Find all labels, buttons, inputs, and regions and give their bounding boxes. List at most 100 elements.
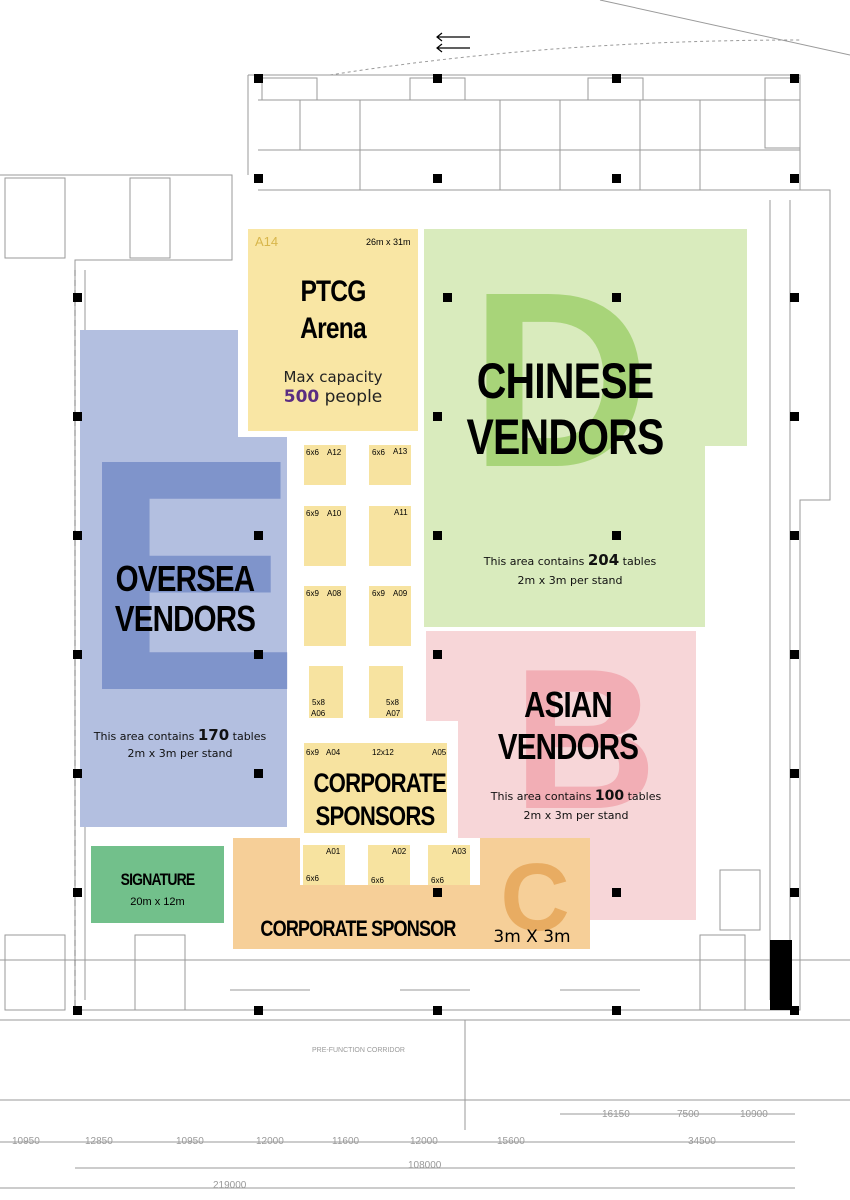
zone-d-chinese xyxy=(424,229,747,446)
zone-e-info: This area contains 170 tables xyxy=(93,726,267,744)
column-marker xyxy=(254,74,263,83)
zone-a14-code: A14 xyxy=(255,234,279,249)
zone-c-size: 3m X 3m xyxy=(493,927,571,947)
column-marker xyxy=(73,531,82,540)
corporate-sponsors-line2: SPONSORS xyxy=(315,801,436,831)
zone-a14-arena xyxy=(248,229,418,431)
zone-d-title-line1: CHINESE xyxy=(476,353,654,409)
booth-a11-code: A11 xyxy=(394,508,408,517)
column-marker xyxy=(433,888,442,897)
booth-a05-code: A05 xyxy=(432,748,447,757)
dim-row2-4: 12000 xyxy=(256,1136,284,1147)
zone-b-title-line1: ASIAN xyxy=(524,684,613,725)
column-marker xyxy=(433,174,442,183)
column-marker xyxy=(433,412,442,421)
dim-row1-2: 7500 xyxy=(677,1109,700,1120)
dim-row2-5: 11600 xyxy=(332,1136,360,1147)
zone-e-stand: 2m x 3m per stand xyxy=(127,747,233,760)
booth-a10-size: 6x9 xyxy=(306,509,319,518)
column-marker xyxy=(254,531,263,540)
zone-c-letter: C xyxy=(500,844,570,951)
dim-total-2: 219000 xyxy=(213,1180,247,1191)
booth-a02-size: 6x6 xyxy=(371,876,384,885)
booth-a04-size: 6x9 xyxy=(306,748,319,757)
zone-c-title: CORPORATE SPONSOR xyxy=(260,916,456,941)
zone-d-title-line2: VENDORS xyxy=(466,409,664,465)
column-marker xyxy=(790,769,799,778)
booth-a10 xyxy=(304,506,346,566)
zone-a14-size: 26m x 31m xyxy=(366,237,411,247)
booth-a13-code: A13 xyxy=(393,447,408,456)
column-marker xyxy=(790,174,799,183)
column-marker xyxy=(433,650,442,659)
column-marker xyxy=(433,531,442,540)
column-marker xyxy=(254,650,263,659)
column-marker xyxy=(612,531,621,540)
corporate-sponsors-line1: CORPORATE xyxy=(313,768,447,798)
zone-a14-capacity: 500 people xyxy=(283,387,383,407)
column-marker xyxy=(73,412,82,421)
booth-a03-size: 6x6 xyxy=(431,876,444,885)
column-marker xyxy=(612,174,621,183)
booth-a04-code: A04 xyxy=(326,748,341,757)
booth-a07 xyxy=(369,666,403,718)
column-marker xyxy=(73,888,82,897)
zone-corporate-sponsors xyxy=(304,743,447,833)
zone-e-oversea-ext xyxy=(237,437,287,827)
column-marker xyxy=(254,1006,263,1015)
column-marker xyxy=(254,174,263,183)
column-marker xyxy=(73,650,82,659)
booth-a05-size: 12x12 xyxy=(372,748,394,757)
booth-a12-size: 6x6 xyxy=(306,448,319,457)
zone-signature-title: SIGNATURE xyxy=(120,870,196,889)
dim-row1-1: 16150 xyxy=(602,1109,630,1120)
zone-d-stand: 2m x 3m per stand xyxy=(517,574,623,587)
zone-a14-title-line1: PTCG xyxy=(300,275,366,308)
booth-a09-size: 6x9 xyxy=(372,589,385,598)
column-marker xyxy=(790,531,799,540)
column-marker xyxy=(433,74,442,83)
dim-row2-8: 34500 xyxy=(688,1136,716,1147)
booth-a02 xyxy=(368,845,410,885)
zone-a14-capacity-label: Max capacity xyxy=(283,368,383,386)
dim-row2-6: 12000 xyxy=(410,1136,438,1147)
column-marker xyxy=(73,1006,82,1015)
column-marker xyxy=(790,888,799,897)
booth-a09-code: A09 xyxy=(393,589,408,598)
booth-a02-code: A02 xyxy=(392,847,407,856)
column-marker xyxy=(612,293,621,302)
column-marker xyxy=(790,412,799,421)
zone-b-stand: 2m x 3m per stand xyxy=(523,809,629,822)
column-marker xyxy=(73,293,82,302)
booth-a13 xyxy=(369,445,411,485)
booth-a08-code: A08 xyxy=(327,589,342,598)
booth-a07-code: A07 xyxy=(386,709,401,718)
column-marker xyxy=(790,293,799,302)
booth-a03 xyxy=(428,845,470,885)
column-marker xyxy=(254,769,263,778)
column-marker xyxy=(73,769,82,778)
booth-a06-code: A06 xyxy=(311,709,326,718)
booth-a07-size: 5x8 xyxy=(386,698,399,707)
column-marker xyxy=(612,74,621,83)
column-marker xyxy=(443,293,452,302)
dim-row2-1: 10950 xyxy=(12,1136,40,1147)
zone-e-title-line2: VENDORS xyxy=(114,598,256,639)
column-marker xyxy=(612,888,621,897)
booth-a06 xyxy=(309,666,343,718)
booth-a12-code: A12 xyxy=(327,448,342,457)
zone-d-info: This area contains 204 tables xyxy=(483,551,657,569)
dim-row2-7: 15600 xyxy=(497,1136,525,1147)
zone-b-asian xyxy=(426,631,696,721)
zone-d-chinese-ext xyxy=(424,445,705,627)
zone-e-oversea xyxy=(80,330,238,827)
corridor-label: PRE-FUNCTION CORRIDOR xyxy=(312,1047,405,1054)
zone-signature xyxy=(91,846,224,923)
column-marker xyxy=(790,74,799,83)
booth-a13-size: 6x6 xyxy=(372,448,385,457)
column-marker xyxy=(612,1006,621,1015)
booth-a06-size: 5x8 xyxy=(312,698,325,707)
booth-a01-code: A01 xyxy=(326,847,341,856)
booth-a10-code: A10 xyxy=(327,509,342,518)
